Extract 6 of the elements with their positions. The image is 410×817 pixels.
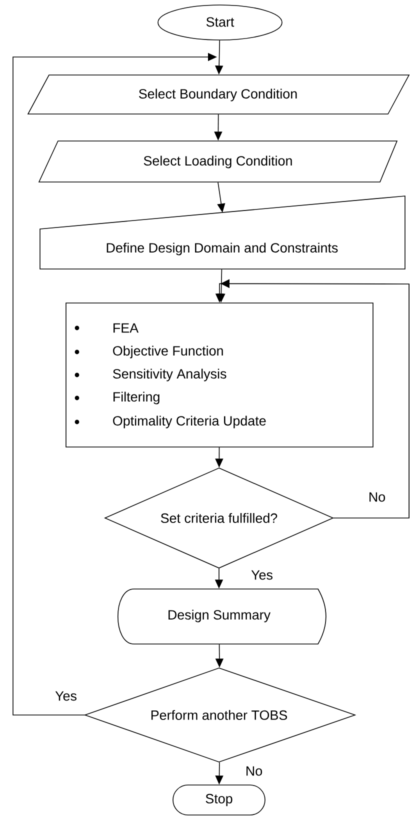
edge-label: Yes [250, 569, 274, 581]
process-box: FEA Objective Function Sensitivity Analysis Filtering Optimality Criteria Update [66, 302, 374, 448]
edge-label: No [367, 491, 387, 503]
edge-label: No [244, 765, 264, 777]
edge-label: Yes [54, 690, 78, 702]
manual-input-box: Define Design Domain and Constraints [40, 196, 406, 270]
